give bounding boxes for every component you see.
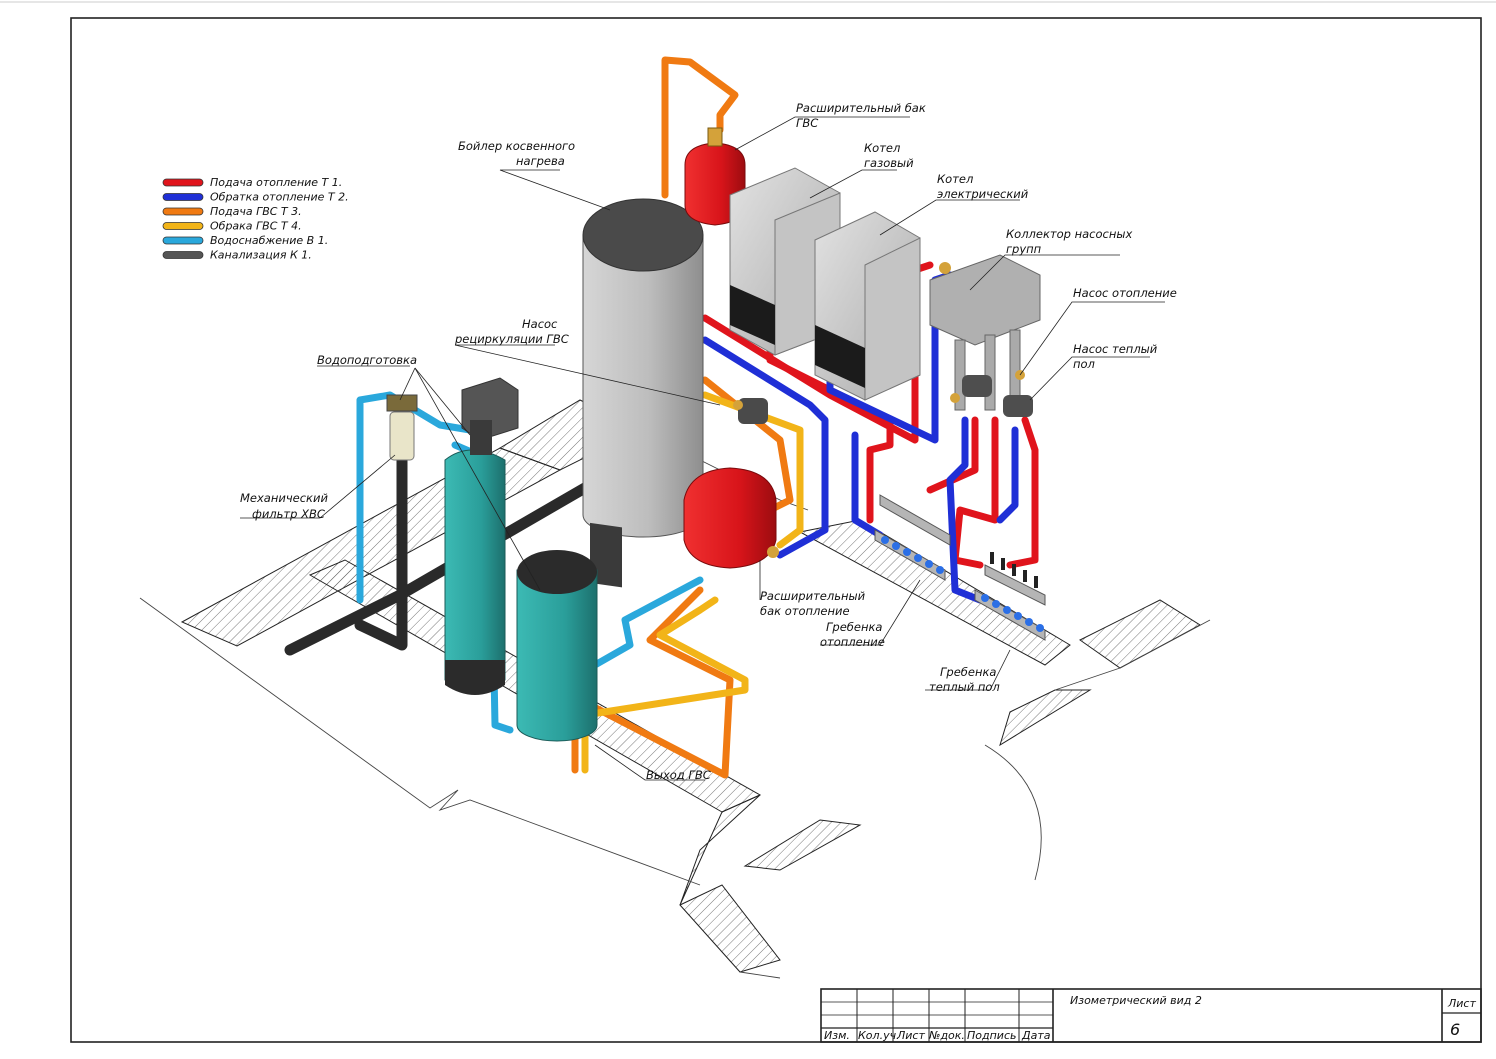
tb-col-list: Лист xyxy=(896,1029,925,1042)
cold-water-to-tank xyxy=(591,576,704,669)
floor-heating-manifold xyxy=(974,552,1046,641)
legend-swatch xyxy=(162,178,204,187)
label-recirculation-pump: Насос рециркуляции ГВС xyxy=(454,317,569,346)
heating-supply-2 xyxy=(766,346,894,524)
label-expansion-tank-heating: Расширительный бак отопление xyxy=(760,589,869,618)
legend-swatch xyxy=(162,236,204,245)
electric-boiler xyxy=(814,211,921,401)
heating-return-4 xyxy=(946,416,984,604)
label-mech-filter: Механический фильтр ХВС xyxy=(240,491,332,521)
legend-swatch xyxy=(162,193,204,201)
legend-label: Канализация К 1. xyxy=(210,249,312,262)
storage-tank xyxy=(516,550,598,742)
label-heating-pump: Насос отопление xyxy=(1073,286,1177,300)
heating-return-1 xyxy=(701,336,829,559)
indirect-boiler xyxy=(582,198,704,588)
label-dhw-outlet: Выход ГВС xyxy=(646,768,711,782)
heating-manifold xyxy=(874,494,951,581)
tb-col-izm: Изм. xyxy=(824,1029,850,1042)
heating-supply-3 xyxy=(926,416,979,494)
heating-return-3 xyxy=(851,431,884,539)
tb-col-data: Дата xyxy=(1021,1029,1051,1042)
dhw-supply-riser xyxy=(661,56,739,199)
legend-label: Водоснабжение В 1. xyxy=(210,234,328,247)
legend-swatch xyxy=(162,222,204,230)
sewage-riser xyxy=(354,454,408,651)
tb-sheet-number: 6 xyxy=(1450,1020,1460,1039)
tb-col-podpis: Подпись xyxy=(967,1029,1016,1042)
legend-swatch xyxy=(162,207,204,216)
label-electric-boiler: Котел электрический xyxy=(937,172,1029,201)
label-floor-manifold: Гребенка теплый пол xyxy=(929,665,1000,694)
label-pump-group-collector: Коллектор насосных групп xyxy=(1006,227,1136,256)
heating-supply-4 xyxy=(951,416,999,569)
pump-group-collector xyxy=(929,254,1041,417)
recirculation-pump xyxy=(733,398,768,424)
legend-swatch xyxy=(162,251,204,259)
tb-title: Изометрический вид 2 xyxy=(1070,994,1202,1007)
expansion-tank-heating xyxy=(683,467,779,569)
water-treatment-column xyxy=(444,377,519,695)
legend-label: Обрака ГВС Т 4. xyxy=(210,220,302,233)
heating-supply-5 xyxy=(1006,416,1039,569)
label-gas-boiler: Котел газовый xyxy=(864,141,914,170)
legend-label: Обратка отопление Т 2. xyxy=(210,191,349,204)
leader-lines xyxy=(240,116,1165,781)
tb-col-ndok: №док. xyxy=(928,1029,965,1042)
legend-label: Подача ГВС Т 3. xyxy=(210,205,302,218)
label-water-treatment: Водоподготовка xyxy=(317,353,417,367)
legend: Подача отопление Т 1. Обратка отопление Т… xyxy=(162,176,349,262)
tb-col-kol: Кол.уч. xyxy=(858,1029,900,1042)
legend-label: Подача отопление Т 1. xyxy=(210,176,342,189)
label-floor-pump: Насос теплый пол xyxy=(1073,342,1161,371)
title-block xyxy=(820,988,1482,1043)
sheet-frame xyxy=(70,17,1482,1043)
mechanical-filter xyxy=(386,394,418,461)
callout-labels: Расширительный бак ГВС Бойлер косвенного… xyxy=(240,101,1177,782)
title-block-text: Изм. Кол.уч. Лист №док. Подпись Дата Изо… xyxy=(824,994,1476,1042)
heating-return-5 xyxy=(996,426,1019,524)
label-heating-manifold: Гребенка отопление xyxy=(820,620,886,649)
tb-sheet-label: Лист xyxy=(1447,997,1476,1010)
label-expansion-tank-dhw: Расширительный бак ГВС xyxy=(796,101,929,130)
label-indirect-boiler: Бойлер косвенного нагрева xyxy=(458,139,579,168)
